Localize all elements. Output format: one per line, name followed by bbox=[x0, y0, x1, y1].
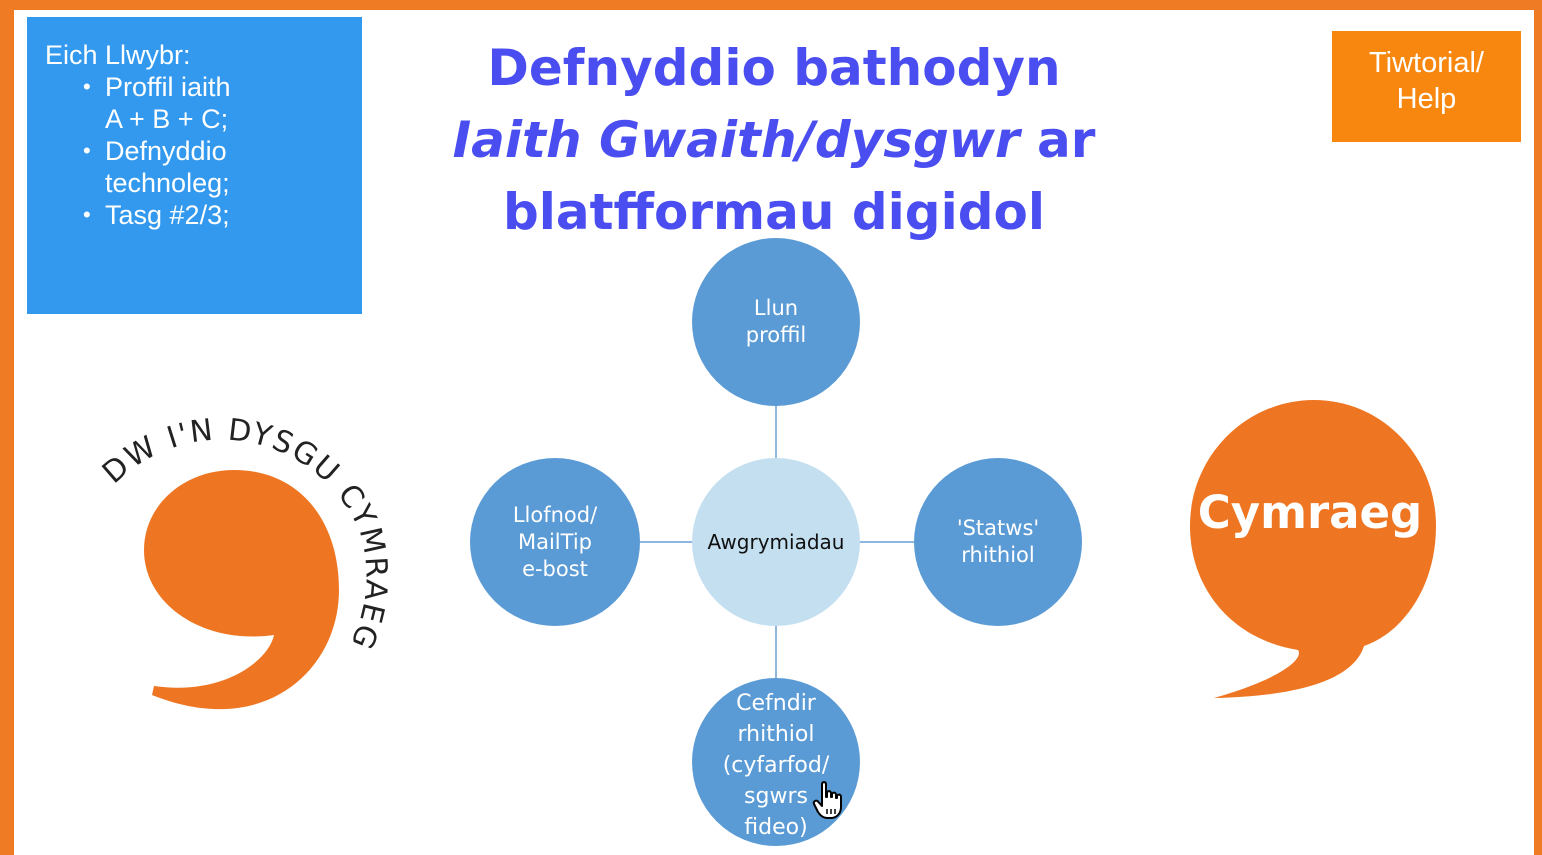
node-status[interactable]: 'Statws' rhithiol bbox=[914, 458, 1082, 626]
node-top-line2: proffil bbox=[745, 323, 807, 347]
dysgu-cymraeg-logo: DW I'N DYSGU CYMRAEG bbox=[74, 390, 394, 710]
path-item-profile-label: Proffil iaith bbox=[105, 72, 231, 102]
node-center-label: Awgrymiadau bbox=[707, 529, 845, 554]
node-bottom-line5: fideo) bbox=[744, 815, 808, 840]
page-title: Defnyddio bathodyn Iaith Gwaith/dysgwr a… bbox=[434, 32, 1114, 248]
node-right-line2: rhithiol bbox=[961, 543, 1035, 567]
path-title: Eich Llwybr: bbox=[45, 40, 191, 70]
node-left-line1: Llofnod/ bbox=[512, 502, 598, 527]
node-bottom-line2: rhithiol bbox=[737, 722, 815, 747]
node-bottom-line1: Cefndir bbox=[736, 691, 816, 716]
diagram-connectors bbox=[640, 406, 914, 678]
node-left-line2: MailTip bbox=[517, 529, 592, 554]
path-item-technology-label: Defnyddio bbox=[105, 136, 227, 166]
title-line2: Iaith Gwaith/dysgwr ar bbox=[434, 104, 1114, 176]
path-item-profile-abc: A + B + C; bbox=[105, 104, 229, 134]
path-item-technology-word: technoleg; bbox=[105, 168, 230, 198]
node-signature[interactable]: Llofnod/ MailTip e-bost bbox=[470, 458, 640, 626]
node-top-line1: Llun bbox=[753, 296, 799, 320]
node-right-line1: 'Statws' bbox=[956, 516, 1040, 540]
comma-logo-left-icon: DW I'N DYSGU CYMRAEG bbox=[96, 413, 392, 710]
node-bottom-line4: sgwrs bbox=[744, 784, 808, 809]
logo-right-text: Cymraeg bbox=[1198, 486, 1423, 539]
speech-bubble-logo-icon: Cymraeg bbox=[1190, 400, 1436, 698]
hand-pointer-icon bbox=[812, 781, 842, 819]
title-line2-rest: ar bbox=[1019, 111, 1096, 169]
title-line1: Defnyddio bathodyn bbox=[487, 39, 1061, 97]
cymraeg-logo: Cymraeg bbox=[1174, 378, 1454, 718]
tips-diagram: Awgrymiadau Llun proffil Llofnod/ MailTi… bbox=[14, 10, 1534, 855]
title-line2-italic: Iaith Gwaith/dysgwr bbox=[452, 111, 1020, 169]
title-line3: blatfformau digidol bbox=[502, 183, 1046, 241]
help-button-line1: Tiwtorial/ bbox=[1369, 47, 1484, 79]
help-button-line2: Help bbox=[1396, 83, 1457, 115]
node-center: Awgrymiadau bbox=[692, 458, 860, 626]
node-profile-picture[interactable]: Llun proffil bbox=[692, 238, 860, 406]
path-item-task: Tasg #2/3; bbox=[83, 199, 344, 231]
node-background[interactable]: Cefndir rhithiol (cyfarfod/ sgwrs fideo) bbox=[692, 678, 860, 846]
node-left-line3: e-bost bbox=[522, 556, 588, 581]
tutorial-help-button[interactable]: Tiwtorial/ Help bbox=[1332, 31, 1521, 142]
path-item-task-label: Tasg #2/3; bbox=[105, 200, 230, 230]
node-bottom-line3: (cyfarfod/ bbox=[722, 753, 830, 778]
